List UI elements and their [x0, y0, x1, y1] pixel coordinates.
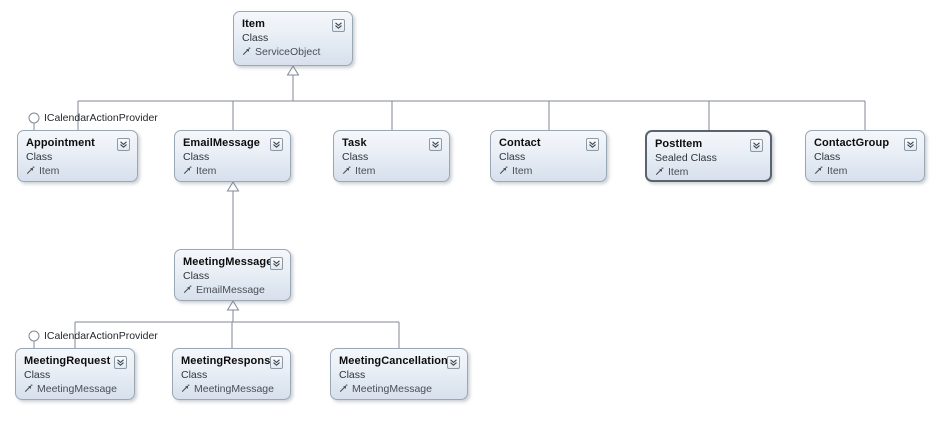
class-base-type: MeetingMessage	[339, 382, 459, 396]
inheritance-arrow-icon	[342, 166, 352, 176]
class-kind: Class	[181, 369, 208, 381]
class-name: MeetingMessage	[183, 256, 273, 268]
class-kind: Class	[342, 151, 369, 163]
class-base-name: Item	[196, 165, 217, 177]
chevron-double-down-icon[interactable]	[270, 138, 283, 151]
class-kind: Class	[24, 369, 51, 381]
class-base-name: MeetingMessage	[194, 383, 274, 395]
inheritance-arrow-icon	[181, 384, 191, 394]
class-base-name: MeetingMessage	[352, 383, 432, 395]
inheritance-arrow-icon	[183, 166, 193, 176]
class-kind: Class	[242, 32, 269, 44]
class-base-type: EmailMessage	[183, 283, 282, 297]
class-base-type: MeetingMessage	[24, 382, 126, 396]
class-name: MeetingResponse	[181, 355, 277, 367]
inheritance-arrow-icon	[339, 384, 349, 394]
class-name: MeetingCancellation	[339, 355, 448, 367]
interface-label: ICalendarActionProvider	[44, 112, 158, 124]
chevron-double-down-icon[interactable]	[117, 138, 130, 151]
class-kind: Class	[26, 151, 53, 163]
chevron-double-down-icon[interactable]	[904, 138, 917, 151]
chevron-double-down-icon[interactable]	[586, 138, 599, 151]
chevron-double-down-icon[interactable]	[447, 356, 460, 369]
class-name: Appointment	[26, 137, 95, 149]
inheritance-arrow-icon	[499, 166, 509, 176]
inheritance-arrow-icon	[26, 166, 36, 176]
class-base-name: Item	[355, 165, 376, 177]
class-name: ContactGroup	[814, 137, 890, 149]
inheritance-triangle-item	[286, 65, 300, 76]
inheritance-arrow-icon	[24, 384, 34, 394]
class-base-type: Item	[183, 164, 282, 178]
chevron-double-down-icon[interactable]	[114, 356, 127, 369]
inheritance-arrow-icon	[242, 47, 252, 57]
class-kind: Class	[499, 151, 526, 163]
class-base-type: Item	[814, 164, 916, 178]
interface-label: ICalendarActionProvider	[44, 330, 158, 342]
chevron-double-down-icon[interactable]	[270, 356, 283, 369]
class-name: PostItem	[655, 138, 703, 150]
class-base-name: Item	[39, 165, 60, 177]
chevron-double-down-icon[interactable]	[429, 138, 442, 151]
class-base-name: MeetingMessage	[37, 383, 117, 395]
inheritance-arrow-icon	[655, 167, 665, 177]
class-name: Item	[242, 18, 266, 30]
class-name: Contact	[499, 137, 541, 149]
class-base-type: Item	[342, 164, 441, 178]
class-name: MeetingRequest	[24, 355, 111, 367]
inheritance-triangle-meetingmessage	[226, 300, 240, 311]
class-base-type: Item	[655, 165, 762, 179]
inheritance-triangle-emailmessage	[226, 181, 240, 192]
inheritance-arrow-icon	[183, 285, 193, 295]
chevron-double-down-icon[interactable]	[270, 257, 283, 270]
class-base-type: Item	[499, 164, 598, 178]
chevron-double-down-icon[interactable]	[750, 139, 763, 152]
class-base-type: Item	[26, 164, 129, 178]
class-kind: Sealed Class	[655, 152, 717, 164]
class-base-type: MeetingMessage	[181, 382, 282, 396]
chevron-double-down-icon[interactable]	[332, 19, 345, 32]
class-name: Task	[342, 137, 367, 149]
class-base-type: ServiceObject	[242, 45, 344, 59]
class-base-name: Item	[827, 165, 848, 177]
class-base-name: EmailMessage	[196, 284, 265, 296]
class-kind: Class	[339, 369, 366, 381]
class-base-name: Item	[512, 165, 533, 177]
inheritance-arrow-icon	[814, 166, 824, 176]
class-kind: Class	[814, 151, 841, 163]
class-kind: Class	[183, 151, 210, 163]
class-kind: Class	[183, 270, 210, 282]
class-base-name: ServiceObject	[255, 46, 321, 58]
class-name: EmailMessage	[183, 137, 261, 149]
class-base-name: Item	[668, 166, 689, 178]
